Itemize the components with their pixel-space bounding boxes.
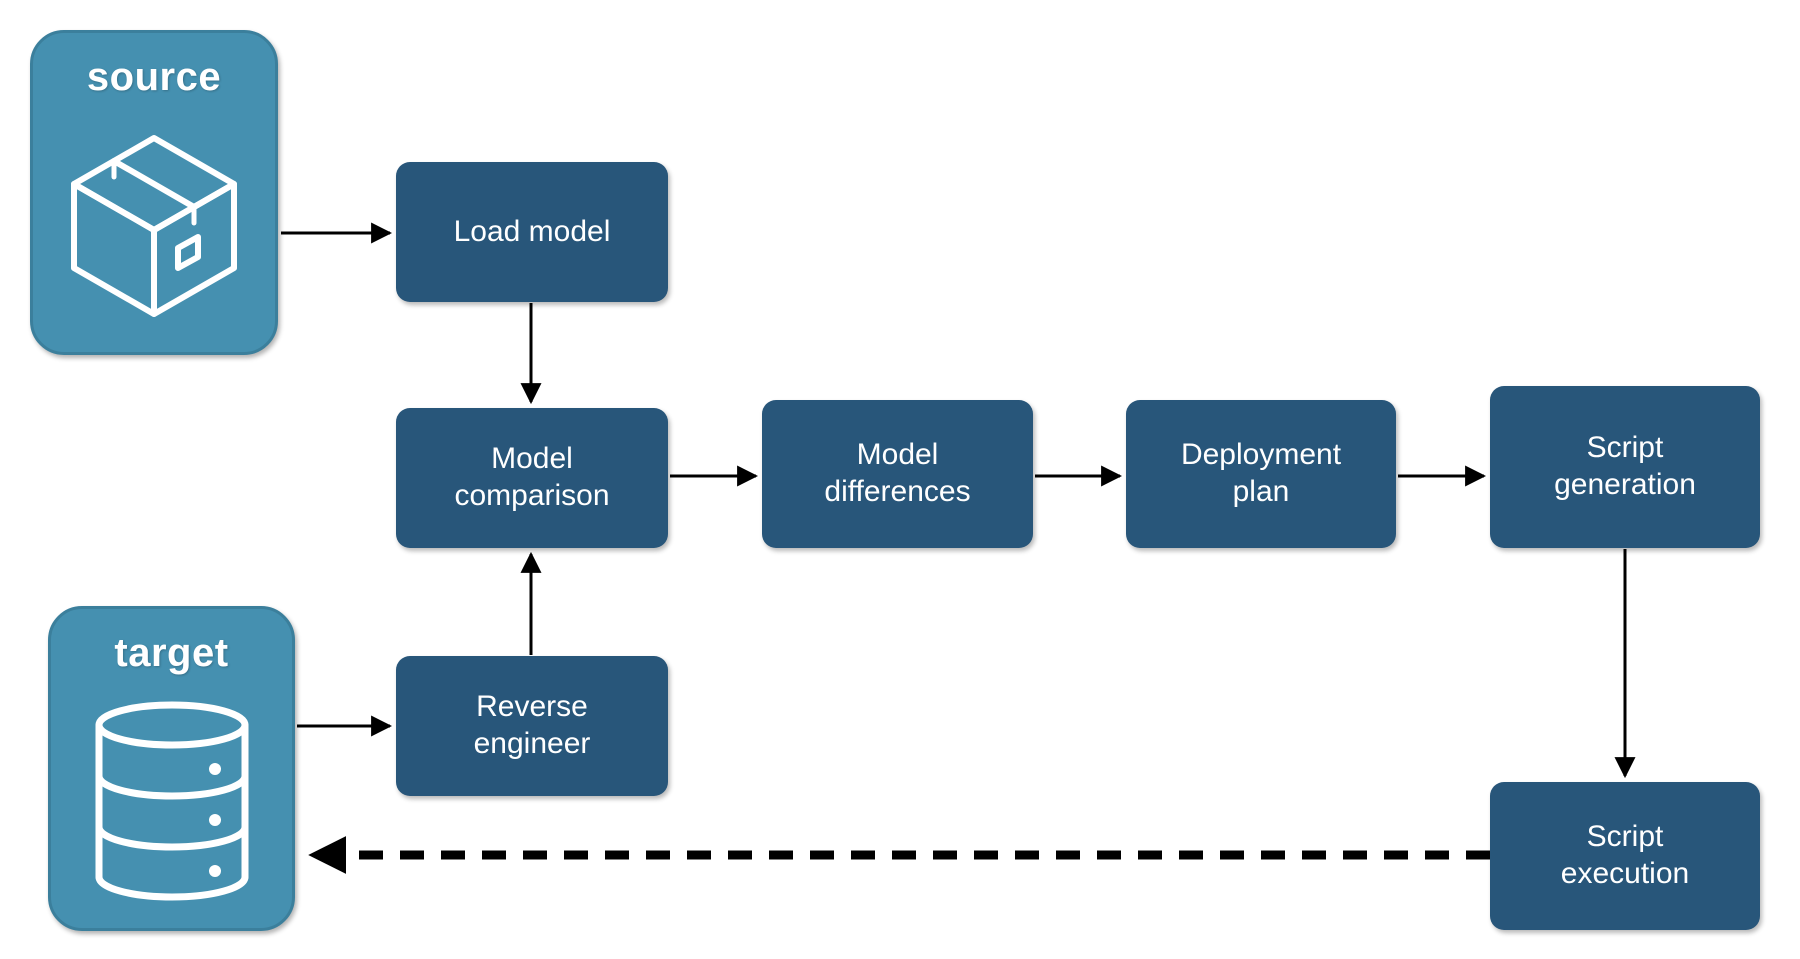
endpoint-label-source: source [86, 55, 222, 99]
process-label-line: execution [1560, 857, 1690, 890]
process-node-model-comparison[interactable]: Model comparison [396, 408, 668, 548]
process-node-model-differences[interactable]: Model differences [762, 400, 1033, 548]
process-label-model-differences: Model differences [824, 437, 970, 510]
process-label-line: Script [1586, 820, 1664, 854]
process-label-line: differences [824, 475, 971, 508]
process-label-line: Load model [453, 214, 611, 248]
process-node-script-execution[interactable]: Script execution [1490, 782, 1760, 930]
database-cylinder-icon [51, 673, 292, 928]
endpoint-node-target[interactable]: target [48, 606, 295, 931]
process-label-script-execution: Script execution [1561, 819, 1689, 892]
process-node-script-generation[interactable]: Script generation [1490, 386, 1760, 548]
process-label-line: Reverse [476, 690, 588, 724]
process-label-line: Script [1586, 431, 1664, 465]
package-box-icon [33, 97, 275, 352]
process-label-line: engineer [473, 727, 591, 760]
process-label-line: generation [1554, 468, 1696, 501]
process-node-load-model[interactable]: Load model [396, 162, 668, 302]
process-node-reverse-engineer[interactable]: Reverse engineer [396, 656, 668, 796]
process-label-line: plan [1232, 475, 1290, 508]
process-label-load-model: Load model [454, 214, 611, 251]
process-label-line: comparison [454, 479, 610, 512]
process-label-deployment-plan: Deployment plan [1181, 437, 1341, 510]
process-label-reverse-engineer: Reverse engineer [474, 689, 591, 762]
process-label-line: Model [491, 442, 573, 476]
process-node-deployment-plan[interactable]: Deployment plan [1126, 400, 1396, 548]
endpoint-label-target: target [114, 631, 229, 675]
process-label-line: Deployment [1180, 438, 1342, 472]
process-label-line: Model [856, 438, 939, 472]
process-label-script-generation: Script generation [1554, 430, 1696, 503]
process-label-model-comparison: Model comparison [454, 441, 609, 514]
endpoint-node-source[interactable]: source [30, 30, 278, 355]
